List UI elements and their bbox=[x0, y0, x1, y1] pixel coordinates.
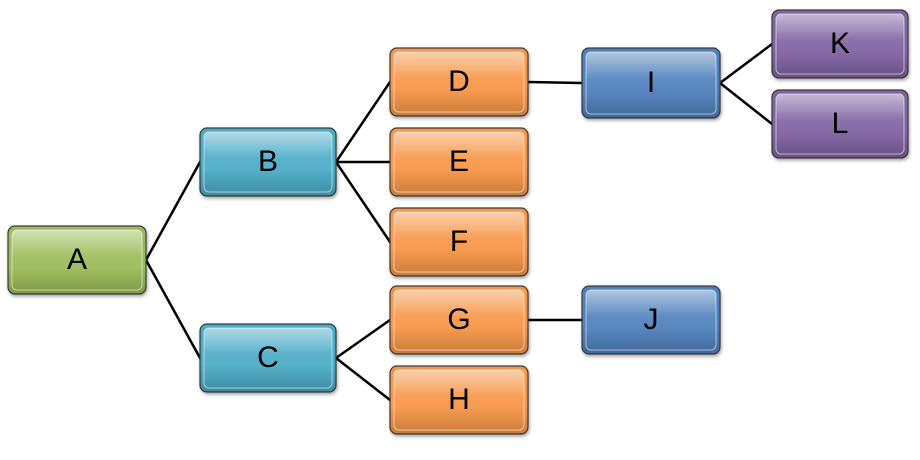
node-label-a: A bbox=[67, 243, 87, 276]
node-label-h: H bbox=[448, 383, 470, 416]
edge-b-f bbox=[334, 160, 392, 244]
node-l: L bbox=[771, 89, 909, 159]
edge-d-i bbox=[526, 80, 584, 85]
edge-a-c bbox=[144, 258, 202, 360]
node-label-b: B bbox=[258, 145, 278, 178]
node-k: K bbox=[771, 9, 909, 79]
node-d: D bbox=[389, 47, 529, 117]
node-label-i: I bbox=[647, 66, 655, 99]
node-g: G bbox=[389, 285, 529, 355]
edge-i-k bbox=[718, 42, 774, 85]
edge-c-h bbox=[334, 356, 392, 402]
node-label-l: L bbox=[832, 107, 849, 140]
node-j: J bbox=[581, 285, 721, 355]
node-label-f: F bbox=[450, 225, 468, 258]
edge-a-b bbox=[144, 160, 202, 262]
node-b: B bbox=[199, 127, 337, 197]
edge-c-g bbox=[334, 318, 392, 360]
node-c: C bbox=[199, 323, 337, 393]
node-label-e: E bbox=[449, 145, 469, 178]
node-i: I bbox=[581, 47, 721, 119]
edge-b-d bbox=[334, 80, 392, 164]
node-label-k: K bbox=[830, 27, 850, 60]
edges-layer bbox=[144, 42, 774, 402]
nodes-layer: A B C D E F G H I J K L bbox=[7, 9, 909, 435]
edge-i-l bbox=[718, 81, 774, 126]
node-label-c: C bbox=[257, 341, 279, 374]
node-a: A bbox=[7, 225, 147, 295]
node-f: F bbox=[389, 207, 529, 277]
node-label-j: J bbox=[644, 303, 659, 336]
node-h: H bbox=[389, 365, 529, 435]
node-e: E bbox=[389, 127, 529, 197]
node-label-g: G bbox=[447, 303, 470, 336]
node-label-d: D bbox=[448, 65, 470, 98]
